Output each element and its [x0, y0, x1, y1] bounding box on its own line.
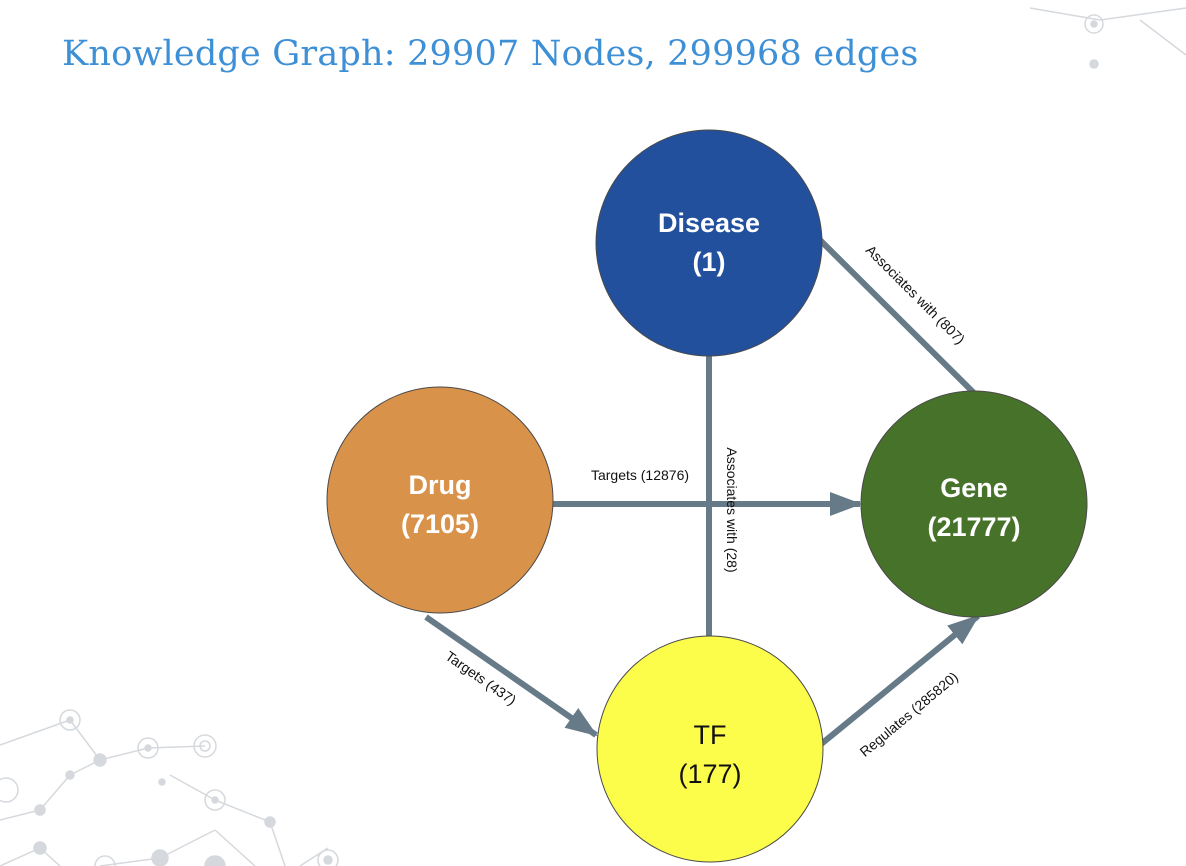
node-tf-count: (177)	[678, 759, 741, 789]
node-drug-count: (7105)	[401, 509, 479, 539]
node-tf: TF (177)	[596, 635, 824, 863]
node-disease-count: (1)	[693, 247, 726, 277]
edge-label-drug-gene: Targets (12876)	[591, 467, 689, 483]
node-gene: Gene (21777)	[860, 390, 1088, 618]
edge-drug-tf	[424, 614, 598, 738]
node-gene-name: Gene	[940, 473, 1008, 503]
page-title: Knowledge Graph: 29907 Nodes, 299968 edg…	[62, 34, 919, 74]
edge-tf-gene	[818, 613, 980, 748]
edge-label-disease-tf: Associates with (28)	[724, 447, 740, 572]
node-drug: Drug (7105)	[326, 386, 554, 614]
edge-label-tf-gene: Regulates (285820)	[857, 669, 961, 760]
edge-disease-gene	[817, 237, 979, 398]
node-gene-count: (21777)	[927, 512, 1020, 542]
node-tf-name: TF	[694, 720, 727, 750]
node-disease: Disease (1)	[595, 129, 823, 357]
edges	[424, 237, 980, 748]
node-drug-name: Drug	[409, 470, 472, 500]
node-disease-name: Disease	[658, 208, 760, 238]
